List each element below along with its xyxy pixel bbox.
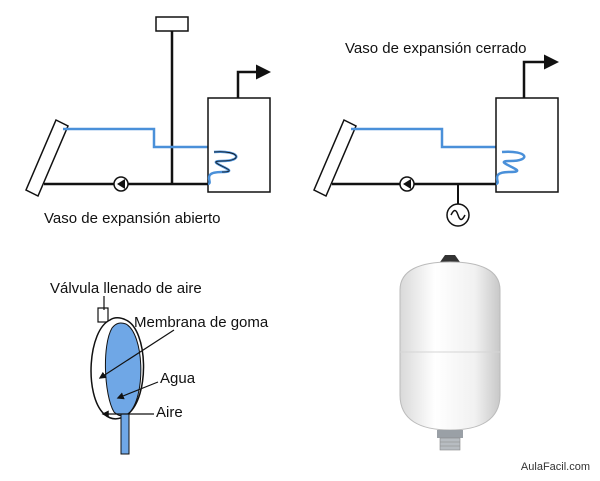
outlet-pipe <box>120 413 130 455</box>
storage-tank-right <box>495 97 559 193</box>
air-label: Aire <box>156 404 183 421</box>
open-vessel-label: Vaso de expansión abierto <box>44 210 221 227</box>
membrane-label: Membrana de goma <box>134 314 269 331</box>
open-system-diagram <box>25 16 271 198</box>
solar-collector-right <box>313 118 357 198</box>
watermark: AulaFacil.com <box>520 461 590 473</box>
closed-system-diagram <box>313 54 559 227</box>
expansion-vessel-photo <box>399 255 501 451</box>
water-label: Agua <box>160 370 196 387</box>
closed-vessel-label: Vaso de expansión cerrado <box>345 40 527 57</box>
air-valve-label: Válvula llenado de aire <box>50 280 202 297</box>
storage-tank-left <box>207 97 271 193</box>
air-valve-stub <box>97 307 109 323</box>
open-vessel-box <box>155 16 189 32</box>
solar-collector-left <box>25 118 69 198</box>
membrane-vessel-section <box>90 296 175 455</box>
